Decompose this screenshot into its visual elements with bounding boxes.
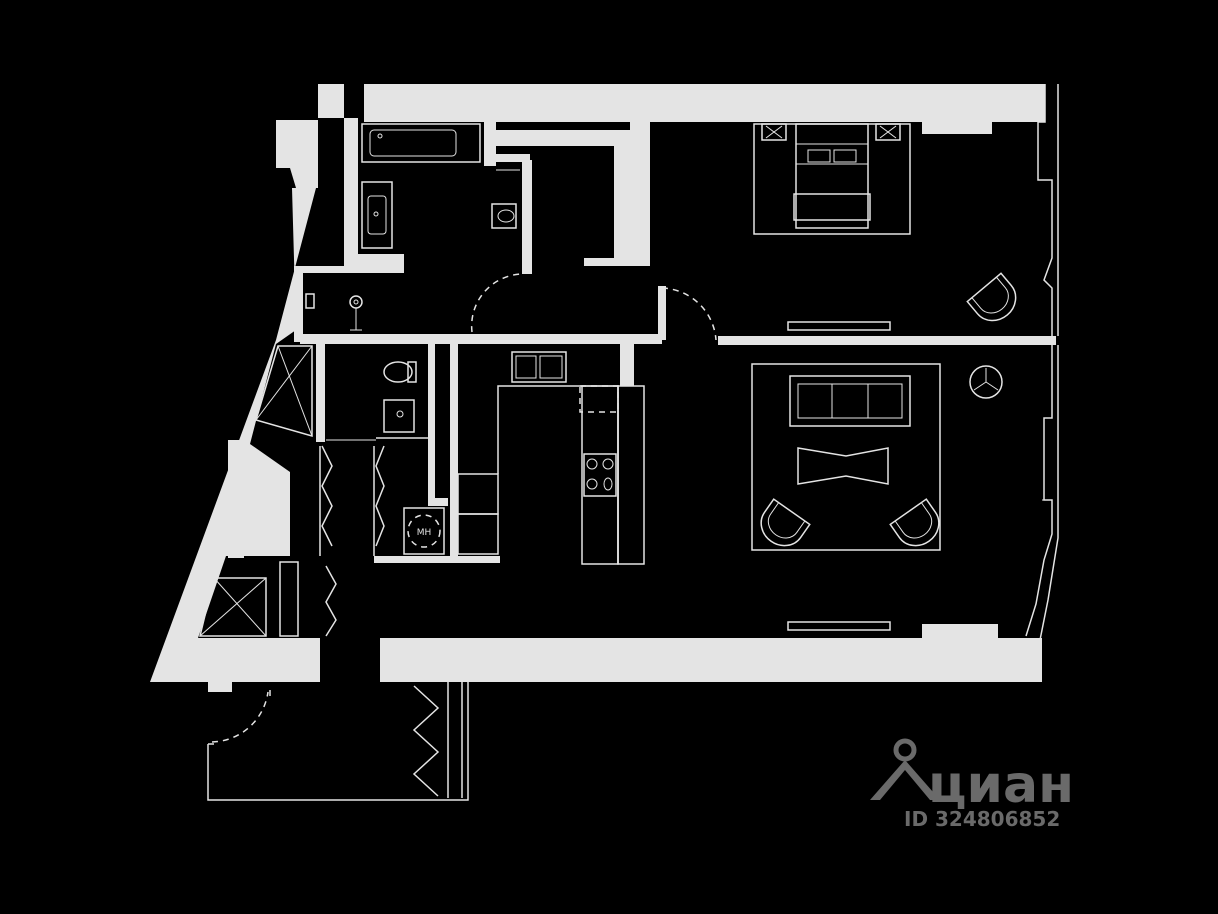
utility-cabinet: МН [403,507,445,555]
brand-logo-text: циан [928,755,1074,815]
entrance-vestibule [207,682,469,801]
location-pin-icon [870,738,940,800]
ventilation-shafts [199,345,313,637]
guest-wc [326,361,428,441]
right-facade [1025,84,1059,641]
utility-label: МН [417,528,432,538]
wardrobes [319,445,449,798]
bathroom-main [361,123,520,249]
cian-watermark: циан ID 324806852 [870,738,1074,831]
structural-walls [150,84,1056,692]
kitchen [457,351,645,565]
living-room [751,363,1003,631]
utility-room [305,293,363,331]
bedroom [753,123,1017,331]
listing-id: ID 324806852 [904,807,1060,831]
